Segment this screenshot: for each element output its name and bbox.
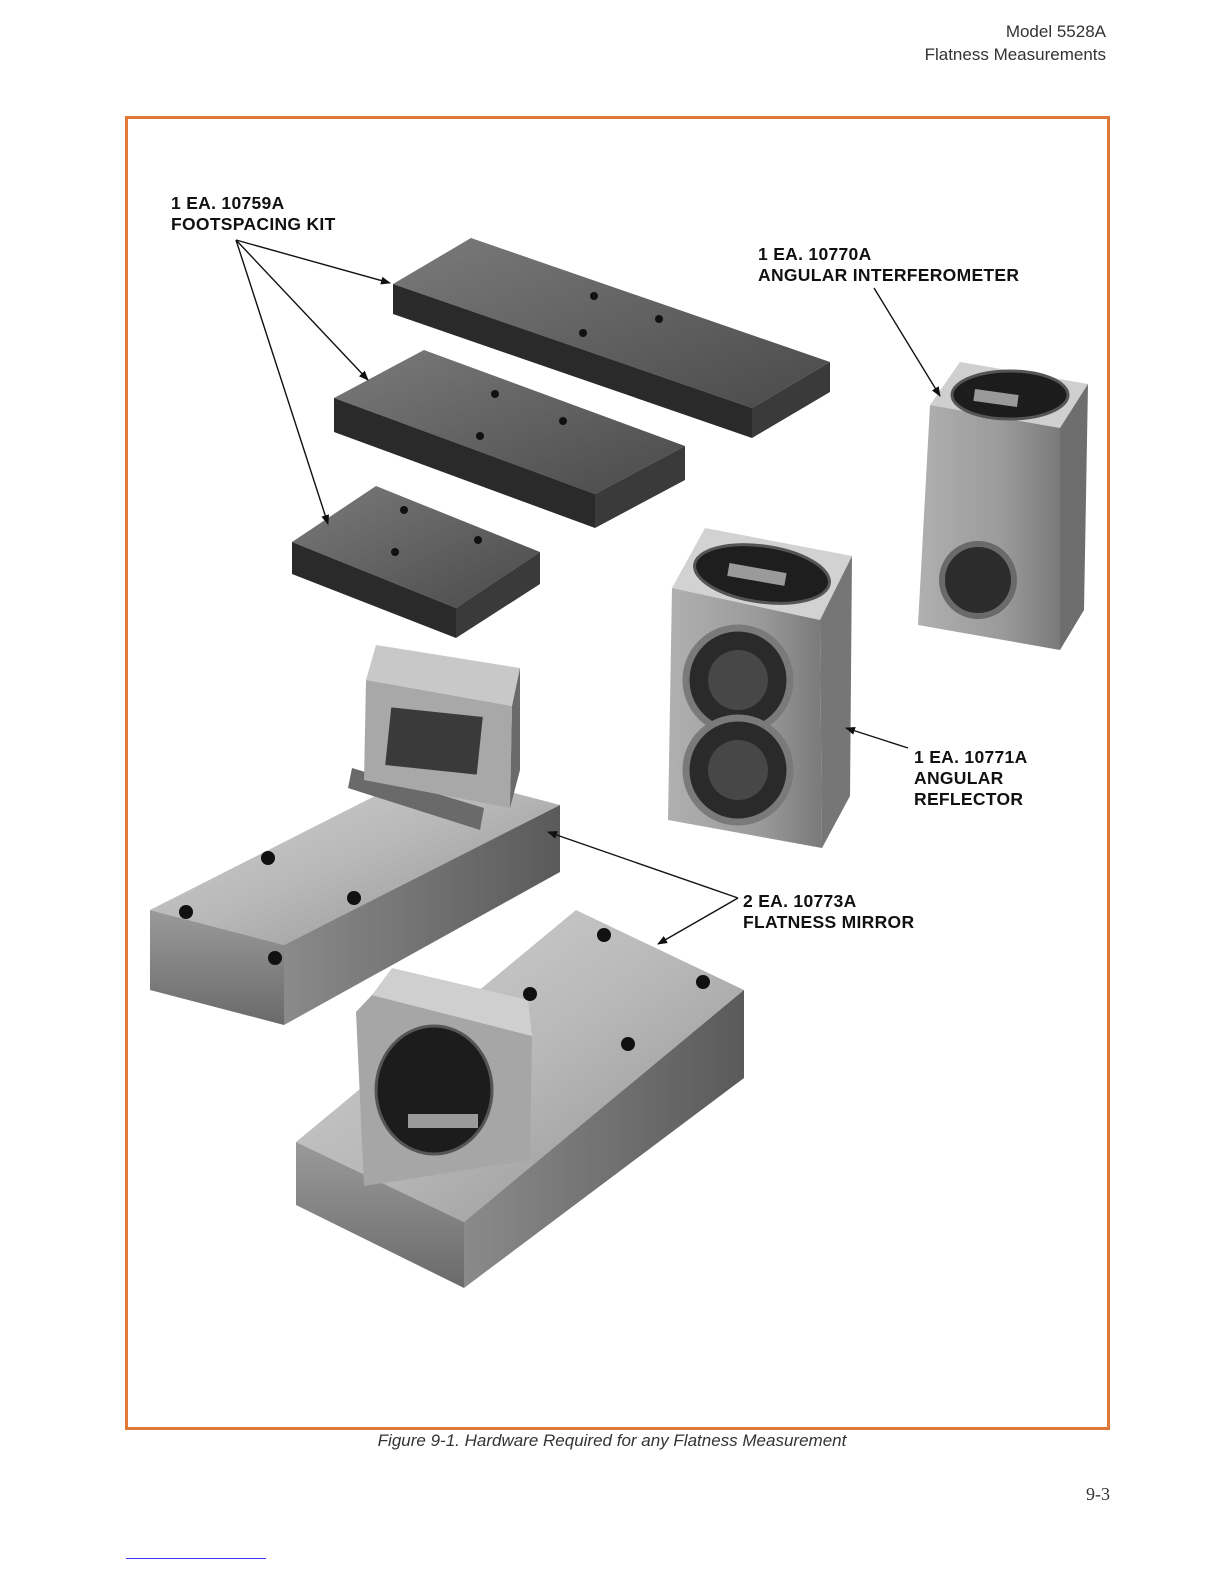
footspacing-bar-short — [292, 486, 540, 638]
page-number: 9-3 — [1086, 1484, 1110, 1505]
interferometer-name: ANGULAR INTERFEROMETER — [758, 265, 1019, 286]
footspacing-label: 1 EA. 10759A FOOTSPACING KIT — [171, 193, 336, 235]
reflector-qty: 1 EA. 10771A — [914, 747, 1028, 768]
angular-interferometer — [918, 362, 1088, 650]
mirror-qty: 2 EA. 10773A — [743, 891, 914, 912]
figure-caption: Figure 9-1. Hardware Required for any Fl… — [0, 1431, 1224, 1451]
reflector-name-2: REFLECTOR — [914, 789, 1028, 810]
interferometer-label: 1 EA. 10770A ANGULAR INTERFEROMETER — [758, 244, 1019, 286]
reflector-name-1: ANGULAR — [914, 768, 1028, 789]
flatness-mirror-left — [150, 645, 560, 1025]
interferometer-qty: 1 EA. 10770A — [758, 244, 1019, 265]
footspacing-qty: 1 EA. 10759A — [171, 193, 336, 214]
footnote-rule — [126, 1558, 266, 1559]
mirror-label: 2 EA. 10773A FLATNESS MIRROR — [743, 891, 914, 933]
reflector-label: 1 EA. 10771A ANGULAR REFLECTOR — [914, 747, 1028, 810]
angular-reflector — [668, 528, 852, 848]
mirror-name: FLATNESS MIRROR — [743, 912, 914, 933]
footspacing-name: FOOTSPACING KIT — [171, 214, 336, 235]
